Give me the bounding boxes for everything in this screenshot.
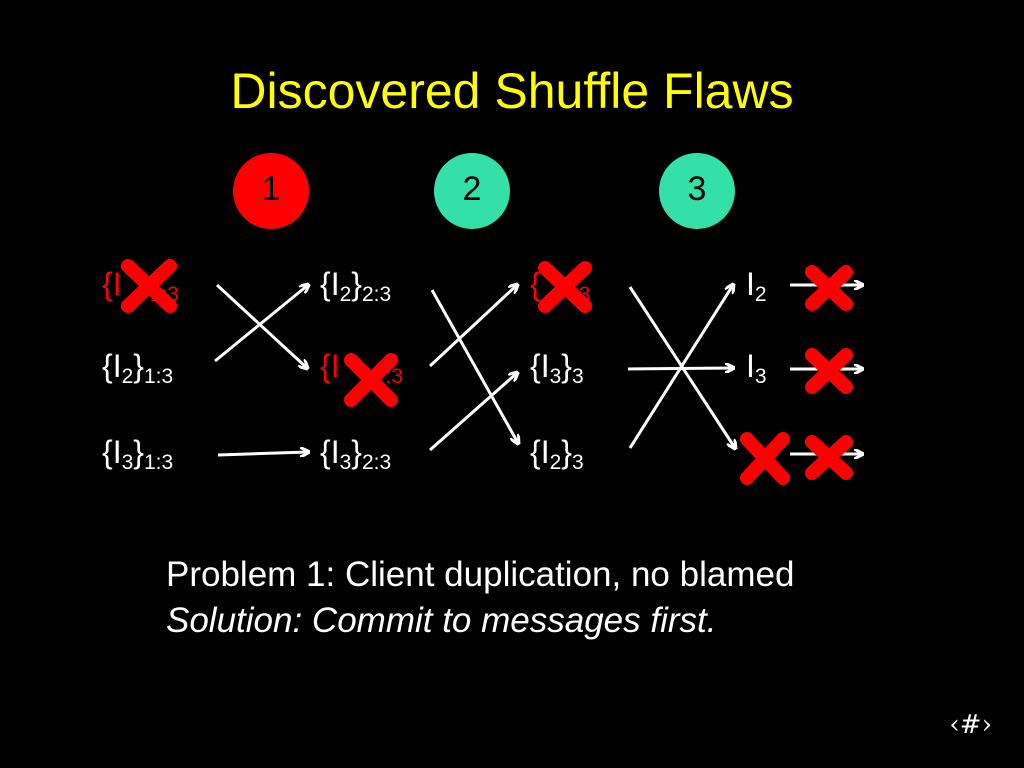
- arrow-s2-row1-to-row3: [430, 289, 518, 443]
- x-mark-output-row2: [805, 348, 853, 394]
- slide-title: Discovered Shuffle Flaws: [230, 63, 794, 119]
- x-mark-output-row1: [805, 265, 853, 311]
- col2-row2-label: {I :3: [320, 350, 403, 387]
- col3-row3-sub: 3: [571, 451, 584, 474]
- arrow-s3-row1-to-row3: [628, 286, 735, 448]
- col1-row2-label: {I2}1:3: [102, 350, 173, 387]
- solution-statement: Solution: Commit to messages first.: [166, 600, 717, 640]
- problem-statement: Problem 1: Client duplication, no blamed: [166, 555, 795, 594]
- arrow-s2-row3-to-row2: [429, 373, 517, 452]
- output-row2-label: I3: [746, 350, 767, 387]
- col1-row3-idx: 3: [121, 451, 134, 474]
- col1-row2-close: }: [133, 348, 144, 384]
- col1-row3-close: }: [133, 434, 144, 470]
- col3-row2-sub: 3: [571, 365, 584, 388]
- x-mark-col3-row1: [538, 261, 592, 313]
- col3-row1-text: {: [530, 266, 541, 302]
- arrow-s3-row2-to-row2: [627, 368, 733, 369]
- problem-text-block: Problem 1: Client duplication, no blamed…: [166, 552, 794, 643]
- x-mark-col2-row2: [344, 353, 398, 407]
- col3-row2-idx: 3: [549, 365, 562, 388]
- x-mark-output-row3-right: [805, 435, 853, 480]
- step-3-circle: 3: [659, 153, 735, 229]
- col3-row3-close: }: [561, 434, 572, 470]
- arrow-s1-row1-to-row2: [215, 283, 307, 368]
- col1-row2-idx: 2: [121, 365, 134, 388]
- col2-row2-text: {I: [320, 348, 340, 384]
- col1-row3-sub: 1:3: [143, 451, 174, 474]
- col3-row3-open: {I: [530, 434, 550, 470]
- col2-row3-label: {I3}2:3: [320, 436, 391, 473]
- col1-row3-open: {I: [102, 434, 122, 470]
- output-row1-sub: 2: [754, 283, 767, 306]
- output-row2-name: I: [746, 348, 755, 384]
- col3-row3-idx: 2: [549, 451, 562, 474]
- col2-row1-sub: 2:3: [361, 283, 392, 306]
- step-1-circle: 1: [233, 153, 309, 229]
- col1-row2-open: {I: [102, 348, 122, 384]
- col2-row1-open: {I: [320, 266, 340, 302]
- col1-row3-label: {I3}1:3: [102, 436, 173, 473]
- col1-row2-sub: 1:3: [143, 365, 174, 388]
- step-2-circle: 2: [434, 153, 510, 229]
- col2-row1-idx: 2: [339, 283, 352, 306]
- col3-row1-label: {3: [530, 268, 590, 305]
- output-row1-label: I2: [746, 268, 767, 305]
- slide-number: ‹#›: [949, 710, 992, 740]
- col2-row3-sub: 2:3: [361, 451, 392, 474]
- x-mark-output-row3-left: [740, 432, 790, 485]
- col1-row1-text: {I: [102, 266, 122, 302]
- col2-row1-label: {I2}2:3: [320, 268, 391, 305]
- output-row2-sub: 3: [754, 365, 767, 388]
- col2-row3-close: }: [351, 434, 362, 470]
- col3-row2-label: {I3}3: [530, 350, 584, 387]
- arrow-s1-row3-to-row3: [217, 452, 308, 455]
- col3-row2-close: }: [561, 348, 572, 384]
- col2-row2-sub: :3: [385, 365, 404, 388]
- arrow-s2-row2-to-row1: [428, 285, 517, 368]
- col3-row2-open: {I: [530, 348, 550, 384]
- x-mark-col1-row1: [121, 259, 177, 313]
- col3-row1-sub: 3: [578, 283, 591, 306]
- arrow-s1-row2-to-row1: [214, 285, 308, 363]
- col3-row3-label: {I2}3: [530, 436, 584, 473]
- col2-row3-idx: 3: [339, 451, 352, 474]
- output-row1-name: I: [746, 266, 755, 302]
- col2-row3-open: {I: [320, 434, 340, 470]
- col2-row1-close: }: [351, 266, 362, 302]
